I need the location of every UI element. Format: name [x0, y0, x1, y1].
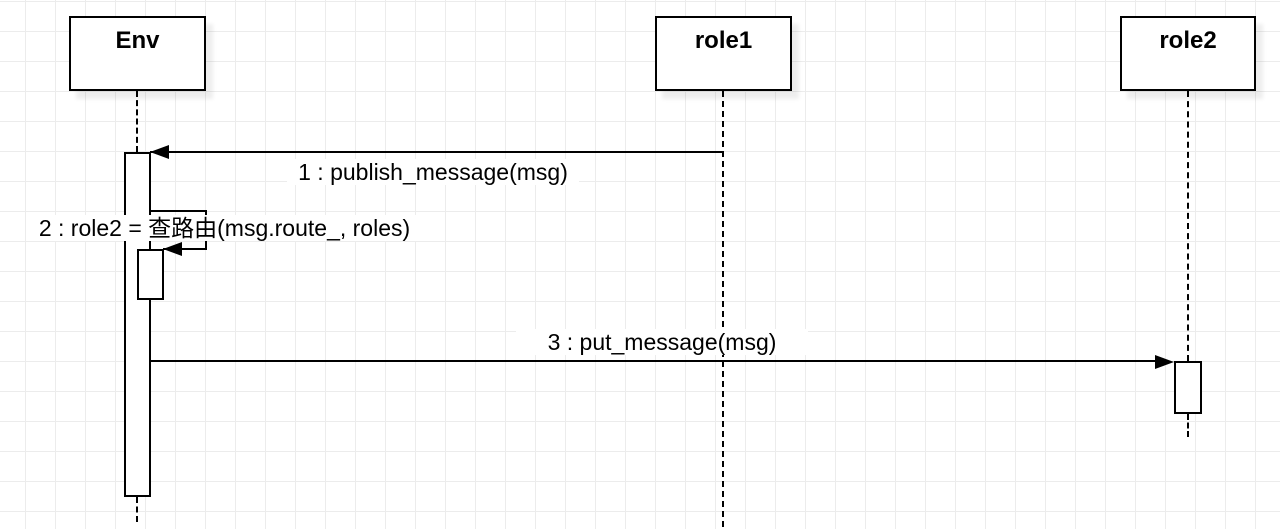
lifeline-role2-lower[interactable]: [1187, 414, 1189, 437]
message-1-arrowhead-icon: [150, 145, 169, 159]
message-1-line[interactable]: [150, 151, 723, 153]
activation-bar-env-nested[interactable]: [137, 249, 164, 300]
actor-label-role1: role1: [694, 27, 753, 54]
actor-box-role2[interactable]: role2: [1120, 16, 1256, 91]
message-1-label[interactable]: 1 : publish_message(msg): [287, 159, 579, 185]
message-3-label[interactable]: 3 : put_message(msg): [516, 329, 808, 355]
activation-bar-role2[interactable]: [1174, 361, 1202, 414]
actor-label-role2: role2: [1159, 27, 1217, 54]
lifeline-role2-upper[interactable]: [1187, 91, 1189, 361]
message-2-arrowhead-icon: [163, 242, 182, 256]
message-2-label[interactable]: 2 : role2 = 查路由(msg.route_, roles): [26, 215, 423, 241]
message-3-arrowhead-icon: [1155, 355, 1174, 369]
activation-bar-env-main[interactable]: [124, 152, 151, 497]
actor-label-env: Env: [115, 27, 160, 54]
lifeline-role1[interactable]: [722, 91, 724, 527]
message-3-line[interactable]: [150, 360, 1157, 362]
message-2-loop-top-line[interactable]: [150, 210, 207, 212]
lifeline-env-upper[interactable]: [136, 91, 138, 152]
lifeline-env-lower[interactable]: [136, 497, 138, 522]
actor-box-env[interactable]: Env: [69, 16, 206, 91]
message-2-loop-return-line[interactable]: [163, 248, 207, 250]
actor-box-role1[interactable]: role1: [655, 16, 792, 91]
